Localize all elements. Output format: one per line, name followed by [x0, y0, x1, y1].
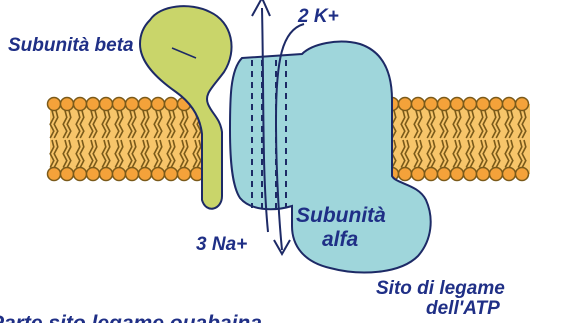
lipid-head — [139, 168, 152, 181]
lipid-head — [464, 98, 477, 111]
lipid-head — [100, 98, 113, 111]
lipid-head — [516, 98, 529, 111]
lipid-head — [451, 168, 464, 181]
lipid-head — [438, 168, 451, 181]
lipid-head — [516, 168, 529, 181]
atp-site-label-line1: Sito di legame — [376, 278, 505, 299]
lipid-head — [399, 98, 412, 111]
lipid-head — [152, 168, 165, 181]
lipid-head — [412, 168, 425, 181]
lipid-head — [477, 168, 490, 181]
lipid-head — [87, 98, 100, 111]
alpha-subunit-label-line2: alfa — [322, 228, 359, 251]
lipid-head — [490, 98, 503, 111]
lipid-head — [87, 168, 100, 181]
potassium-ions-label: 2 K+ — [297, 6, 339, 27]
lipid-head — [477, 98, 490, 111]
lipid-head — [126, 98, 139, 111]
lipid-head — [490, 168, 503, 181]
lipid-head — [438, 98, 451, 111]
lipid-head — [74, 98, 87, 111]
lipid-head — [113, 168, 126, 181]
lipid-head — [399, 168, 412, 181]
atp-site-label-line2: dell'ATP — [426, 298, 500, 319]
alpha-subunit-label-line1: Subunità — [296, 204, 386, 227]
lipid-head — [425, 168, 438, 181]
lipid-head — [165, 98, 178, 111]
membrane-band — [50, 104, 204, 174]
sodium-arrowhead-icon — [252, 0, 270, 16]
lipid-head — [464, 168, 477, 181]
lipid-head — [152, 98, 165, 111]
lipid-head — [126, 168, 139, 181]
lipid-head — [48, 98, 61, 111]
lipid-head — [113, 98, 126, 111]
lipid-head — [412, 98, 425, 111]
beta-subunit-label: Subunità beta — [8, 35, 134, 56]
lipid-head — [165, 168, 178, 181]
lipid-head — [48, 168, 61, 181]
lipid-head — [503, 98, 516, 111]
cut-off-caption: Parte sito legame ouabaina — [0, 312, 262, 323]
lipid-head — [503, 168, 516, 181]
lipid-head — [425, 98, 438, 111]
sodium-ions-label: 3 Na+ — [196, 234, 247, 255]
lipid-head — [178, 168, 191, 181]
lipid-head — [61, 98, 74, 111]
lipid-head — [74, 168, 87, 181]
lipid-head — [100, 168, 113, 181]
lipid-head — [451, 98, 464, 111]
lipid-head — [61, 168, 74, 181]
lipid-head — [139, 98, 152, 111]
